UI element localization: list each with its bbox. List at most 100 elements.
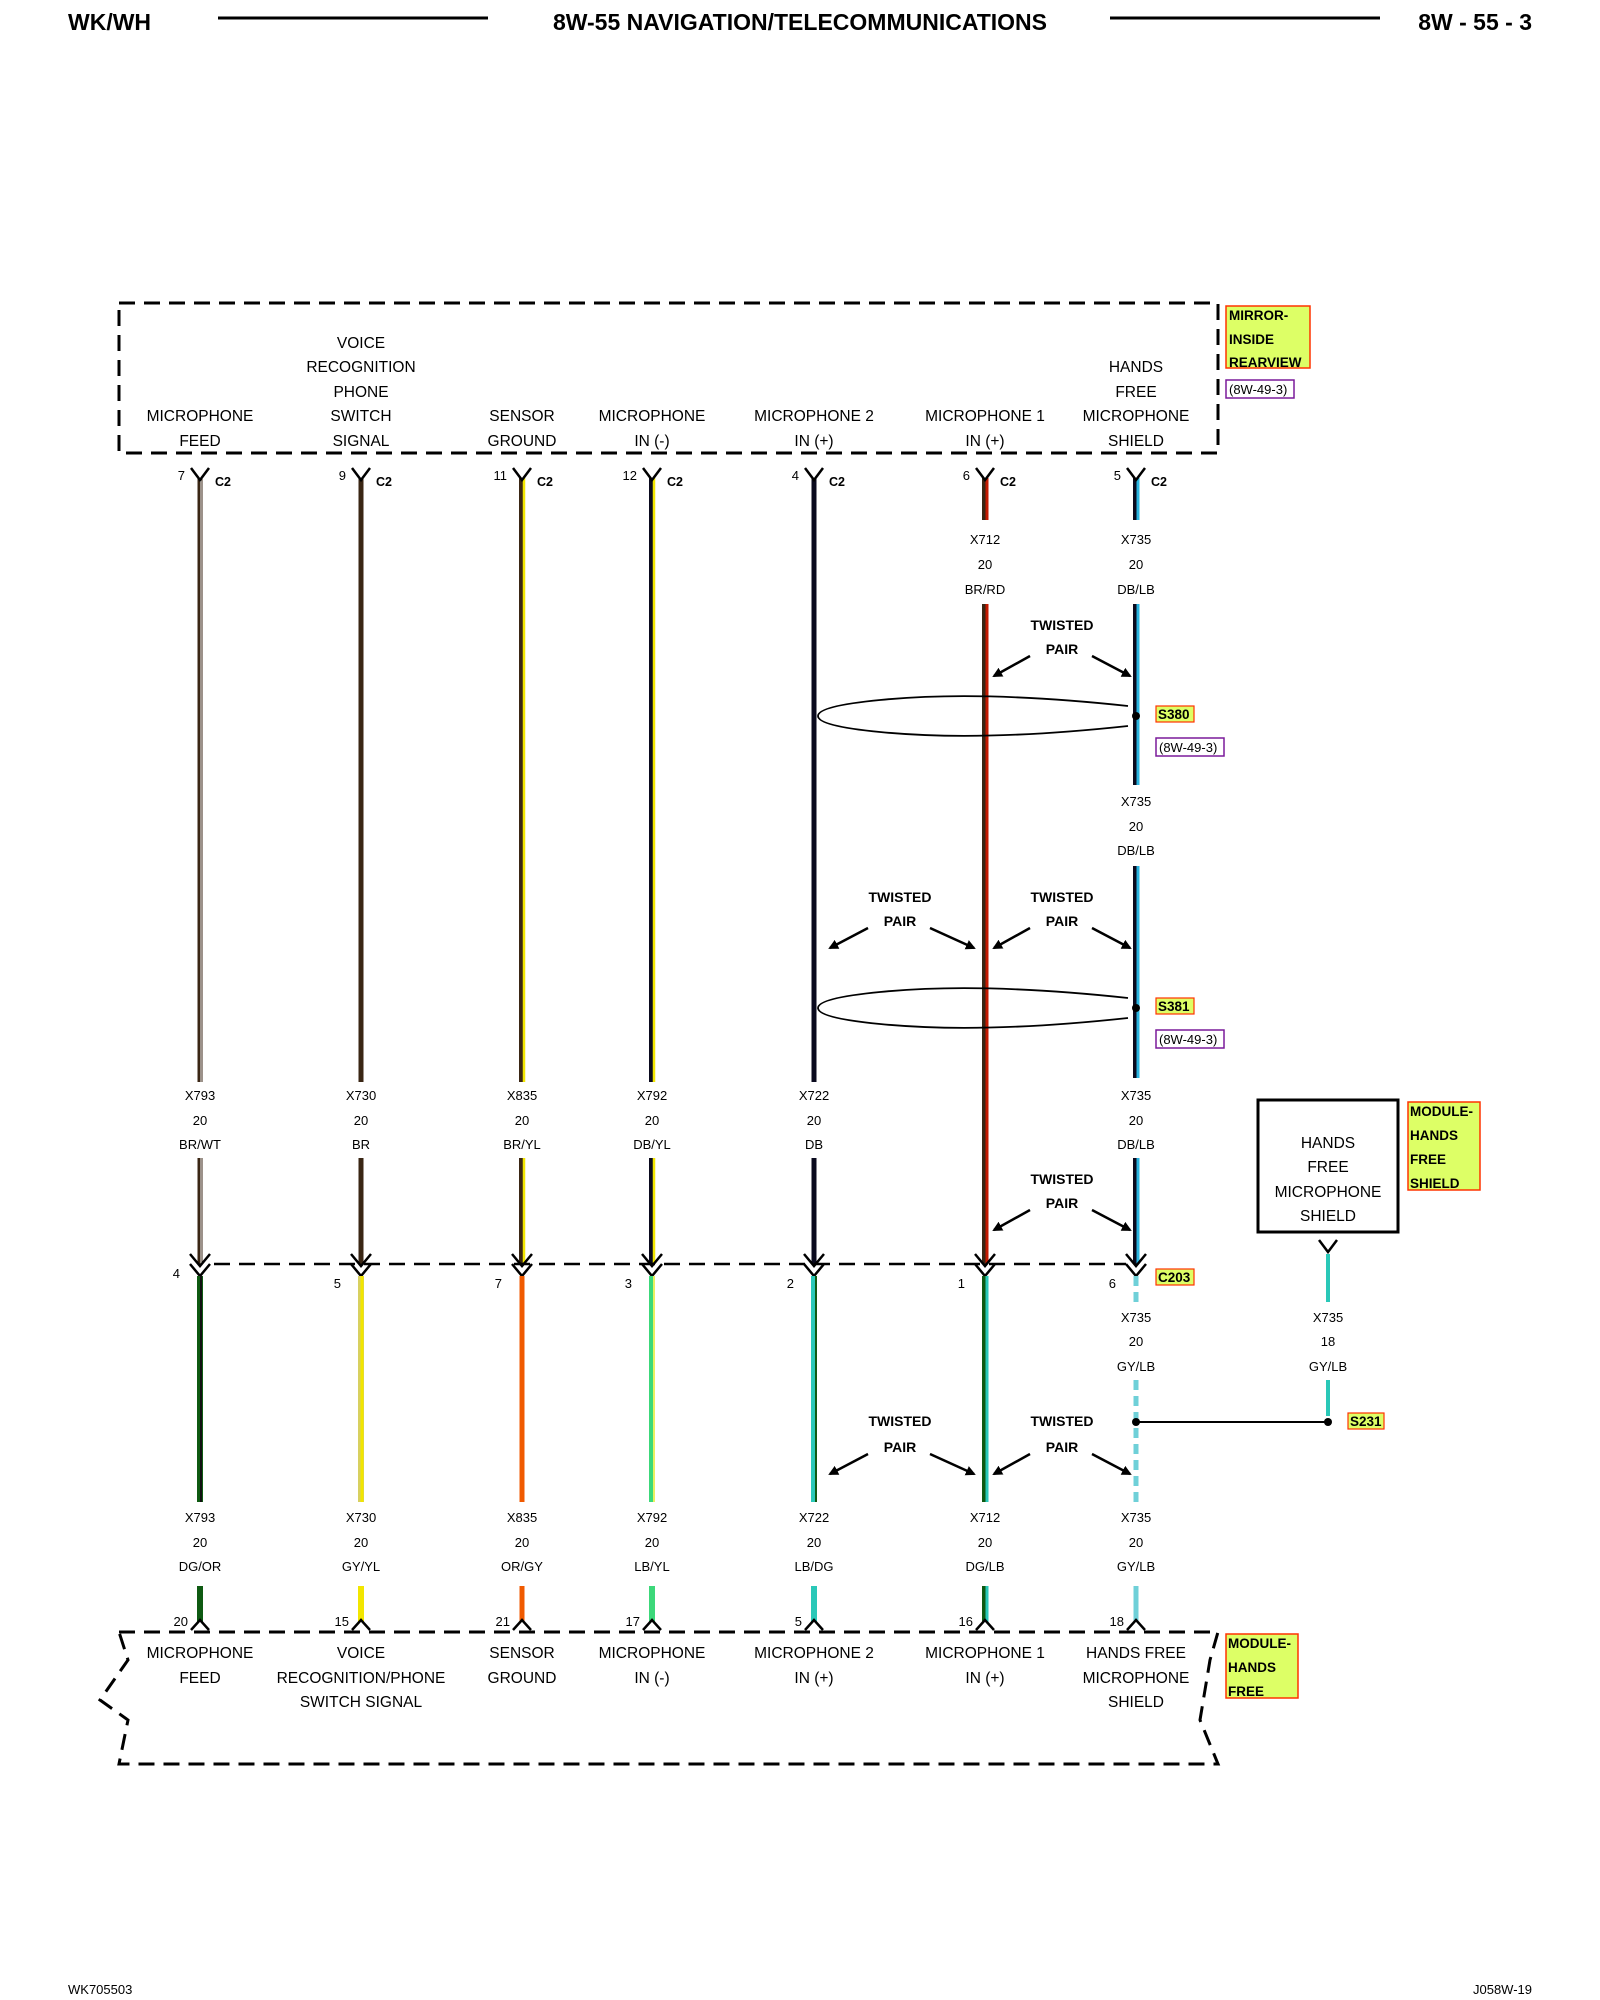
mirror-connector-5: C2 (1000, 475, 1016, 489)
mirror-connector-4: C2 (829, 475, 845, 489)
header-left: WK/WH (68, 9, 151, 35)
mirror-pin-label-1-line-4: SWITCH (330, 408, 391, 425)
mirror-ref: (8W-49-3) (1229, 382, 1287, 397)
shield-loop-s380 (817, 695, 1129, 737)
twisted-pair-2-line-2: PAIR (884, 913, 916, 929)
splice-s380-name: S380 (1158, 707, 1190, 722)
lower-wire-1-color: GY/YL (342, 1559, 380, 1574)
hf-pin-label-5-line-1: MICROPHONE 1 (925, 1645, 1045, 1662)
mirror-pin-label-4-line-2: IN (+) (794, 433, 833, 450)
hf-pin-label-1-line-1: VOICE (337, 1645, 385, 1662)
lower-wire-2-gauge: 20 (515, 1535, 529, 1550)
twisted-pair-3-arrow-left (992, 926, 1031, 950)
mirror-name-tag: MIRROR- INSIDE REARVIEW (1225, 305, 1311, 370)
page-header: WK/WH 8W-55 NAVIGATION/TELECOMMUNICATION… (68, 9, 1532, 35)
below-c203-wire-1-gauge: 18 (1321, 1334, 1335, 1349)
wire-label-x712-color: BR/RD (965, 582, 1005, 597)
hf-pin-label-1-line-2: RECOGNITION/PHONE (277, 1670, 446, 1687)
mirror-pin-label-6-line-4: SHIELD (1108, 433, 1164, 450)
below-c203-wire-1-circuit: X735 (1313, 1310, 1343, 1325)
splice-s381-ref: (8W-49-3) (1159, 1032, 1217, 1047)
twisted-pair-1-line-2: PAIR (1046, 641, 1078, 657)
splice-dot-s381 (1132, 1004, 1140, 1012)
lower-wire-6-gauge: 20 (1129, 1535, 1143, 1550)
mirror-pin-label-6-line-1: HANDS (1109, 359, 1163, 376)
twisted-pair-3-line-1: TWISTED (1031, 889, 1094, 905)
shield-module-box (1256, 1098, 1400, 1234)
c203-pin-3: 3 (625, 1276, 632, 1291)
mirror-pin-label-0-line-2: FEED (179, 433, 220, 450)
below-c203-wire-0-circuit: X735 (1121, 1310, 1151, 1325)
twisted-pair-6-line-2: PAIR (1046, 1439, 1078, 1455)
twisted-pair-1-arrow-right (1091, 654, 1132, 678)
mirror-pin-number-3: 12 (623, 468, 637, 483)
hf-pin-label-5-line-2: IN (+) (965, 1670, 1004, 1687)
s381-ref-box (1155, 1029, 1225, 1049)
c203-pin-2: 7 (495, 1276, 502, 1291)
shield-module-name-line-1: MODULE- (1410, 1104, 1473, 1119)
mirror-pin-label-2-line-1: SENSOR (489, 408, 554, 425)
twisted-pair-5-line-2: PAIR (884, 1439, 916, 1455)
mirror-connector-0: C2 (215, 475, 231, 489)
below-c203-wire-labels: X735 20 GY/LB X735 18 GY/LB (1117, 1310, 1347, 1374)
lower-wire-4-circuit: X722 (799, 1510, 829, 1525)
hf-pin-label-6-line-1: HANDS FREE (1086, 1645, 1186, 1662)
splice-s381-name: S381 (1158, 999, 1190, 1014)
lower-wire-3-color: LB/YL (634, 1559, 669, 1574)
shield-module-label-line-4: SHIELD (1300, 1208, 1356, 1225)
below-c203-wire-0-color: GY/LB (1117, 1359, 1155, 1374)
upper-wire-4-gauge: 20 (807, 1113, 821, 1128)
hands-free-module-name-tag: MODULE- HANDS FREE (1225, 1633, 1299, 1699)
s231-tag-bg (1347, 1412, 1385, 1430)
shield-module-label-line-1: HANDS (1301, 1135, 1355, 1152)
shield-module-name-line-2: HANDS (1410, 1128, 1458, 1143)
hf-pin-label-2-line-1: SENSOR (489, 1645, 554, 1662)
lower-wire-0-color: DG/OR (179, 1559, 222, 1574)
c203-pin-numbers: 4 5 7 3 2 1 6 (173, 1266, 1116, 1291)
hf-terminal-2 (512, 1618, 532, 1631)
twisted-pair-4: TWISTED PAIR (992, 1171, 1132, 1232)
lower-wire-5-gauge: 20 (978, 1535, 992, 1550)
mirror-pin-numbers: 7 C2 9 C2 11 C2 12 C2 4 C2 6 C2 5 C2 (178, 468, 1167, 489)
splice-s231-name: S231 (1350, 1414, 1382, 1429)
upper-wire-5-color: DB/LB (1117, 1137, 1155, 1152)
twisted-pair-6: TWISTED PAIR (992, 1413, 1132, 1476)
shield-module-label-line-2: FREE (1307, 1159, 1348, 1176)
upper-wire-4-circuit: X722 (799, 1088, 829, 1103)
upper-wire-2-color: BR/YL (503, 1137, 541, 1152)
s380-tag-bg (1155, 705, 1195, 723)
upper-wire-2-circuit: X835 (507, 1088, 537, 1103)
hf-terminal-1 (351, 1618, 371, 1631)
mirror-pin-number-5: 6 (963, 468, 970, 483)
upper-label-bg-0 (172, 1082, 230, 1158)
twisted-pair-3-arrow-right (1091, 926, 1132, 950)
upper-wire-1-color: BR (352, 1137, 370, 1152)
c203-pin-0: 4 (173, 1266, 180, 1281)
header-title: 8W-55 NAVIGATION/TELECOMMUNICATIONS (553, 9, 1047, 35)
lower-wire-1-circuit: X730 (346, 1510, 376, 1525)
c203-tag-bg (1155, 1268, 1195, 1286)
upper-label-bg-3 (624, 1082, 682, 1158)
mirror-pin-label-0-line-1: MICROPHONE (147, 408, 254, 425)
mirror-pin-label-3-line-1: MICROPHONE (599, 408, 706, 425)
upper-wire-2-gauge: 20 (515, 1113, 529, 1128)
splice-tag-s381: S381 (8W-49-3) (1155, 997, 1225, 1049)
hf-terminal-4 (804, 1618, 824, 1631)
below-c203-wire-0-gauge: 20 (1129, 1334, 1143, 1349)
hf-terminal-3 (642, 1618, 662, 1631)
mirror-pin-number-6: 5 (1114, 468, 1121, 483)
hf-module-name-line-1: MODULE- (1228, 1636, 1291, 1651)
shield-module-name-bg (1407, 1101, 1481, 1191)
lower-wire-3-circuit: X792 (637, 1510, 667, 1525)
mirror-name-tag-bg (1225, 305, 1311, 369)
c203-pin-5: 1 (958, 1276, 965, 1291)
wire-label-x735-color-mid: DB/LB (1117, 843, 1155, 858)
lower-wire-4-gauge: 20 (807, 1535, 821, 1550)
hf-pin-number-4: 5 (795, 1614, 802, 1629)
hf-module-name-line-3: FREE (1228, 1684, 1264, 1699)
mirror-component-box (117, 301, 1220, 455)
upper-label-bg-1 (333, 1082, 391, 1158)
mirror-pin-label-5-line-2: IN (+) (965, 433, 1004, 450)
shield-module-name-tag: MODULE- HANDS FREE SHIELD (1407, 1101, 1481, 1191)
